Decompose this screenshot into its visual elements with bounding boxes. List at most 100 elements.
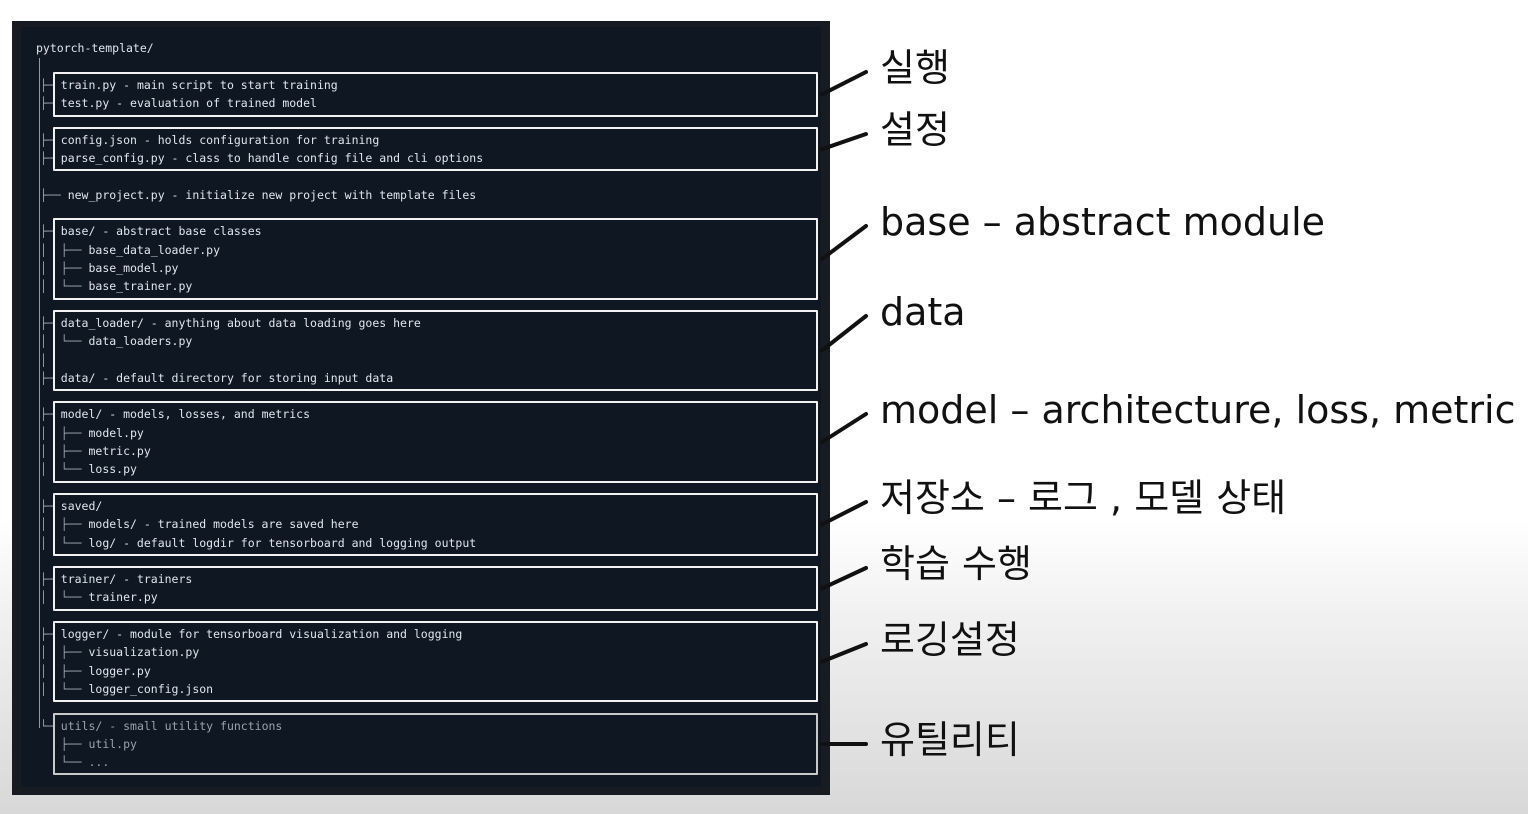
tree-line: ├── util.py [40, 737, 137, 751]
tree-line: ├─ saved/ [40, 499, 102, 513]
tree-branch-glyph: │ ├── [40, 517, 89, 532]
group-box [53, 309, 818, 392]
tree-trunk-line [39, 58, 40, 728]
tree-line: │ ├── logger.py [40, 664, 151, 678]
tree-line: │ ├── model.py [40, 426, 144, 440]
tree-line-text: utils/ - small utility functions [60, 718, 283, 733]
annotation-label: 저장소 – 로그 , 모델 상태 [880, 476, 1287, 520]
tree-branch-glyph: │ └── [40, 334, 89, 349]
tree-line-text: base_trainer.py [88, 279, 193, 294]
tree-line-text: loss.py [88, 462, 137, 477]
tree-line: │ ├── metric.py [40, 444, 151, 458]
tree-line-text: model.py [88, 425, 144, 440]
tree-line: ├─ logger/ - module for tensorboard visu… [40, 627, 462, 641]
annotation-label: 유틸리티 [880, 718, 1020, 762]
tree-branch-glyph: ├─ [40, 132, 61, 147]
tree-line: │ ├── visualization.py [40, 645, 199, 659]
tree-line: └─ utils/ - small utility functions [40, 719, 282, 733]
group-box [53, 126, 818, 172]
tree-branch-glyph: ├── [40, 736, 89, 751]
tree-line: ├─ base/ - abstract base classes [40, 224, 262, 238]
tree-branch-glyph: ├─ [40, 151, 61, 166]
tree-branch-glyph: │ └── [40, 462, 89, 477]
tree-branch-glyph: │ ├── [40, 444, 89, 458]
tree-branch-glyph: ├─ [40, 224, 61, 239]
annotation-label: model – architecture, loss, metric [880, 388, 1516, 432]
tree-branch-glyph: │ ├── [40, 425, 89, 440]
tree-line-text: visualization.py [88, 645, 200, 660]
group-box [53, 218, 818, 300]
tree-branch-glyph: │ [40, 352, 47, 367]
tree-line: │ [40, 353, 47, 367]
tree-line-text: data_loaders.py [88, 334, 193, 349]
tree-branch-glyph: ├─ [40, 572, 61, 587]
group-box [53, 72, 818, 117]
group-box [53, 712, 818, 776]
annotation-label: 학습 수행 [880, 542, 1032, 586]
tree-line: │ ├── base_data_loader.py [40, 243, 220, 257]
tree-line-text: logger_config.json [88, 681, 214, 696]
tree-branch-glyph: │ └── [40, 681, 89, 696]
tree-branch-glyph: ├─ [40, 627, 61, 641]
tree-line: ├─ model/ - models, losses, and metrics [40, 407, 310, 421]
tree-line: ├─ config.json - holds configuration for… [40, 133, 379, 147]
tree-line-text: ... [88, 755, 110, 770]
tree-line-text: data_loader/ - anything about data loadi… [60, 315, 421, 330]
group-box [53, 566, 818, 611]
tree-line: ├─ parse_config.py - class to handle con… [40, 151, 483, 165]
annotation-label: base – abstract module [880, 200, 1326, 244]
tree-branch-glyph: └── [40, 755, 89, 770]
tree-line: ├─ trainer/ - trainers [40, 572, 192, 586]
tree-line: │ └── base_trainer.py [40, 279, 192, 293]
tree-line-text: trainer.py [88, 590, 158, 605]
tree-root: pytorch-template/ [36, 41, 154, 55]
tree-branch-glyph: ├─ [40, 78, 61, 92]
tree-line: └── ... [40, 755, 109, 769]
tree-branch-glyph: ├─ [40, 96, 61, 111]
group-box [53, 401, 818, 483]
tree-line-text: trainer/ - trainers [60, 572, 193, 587]
tree-branch-glyph: ├─ [40, 315, 61, 330]
tree-branch-glyph: │ └── [40, 279, 89, 294]
tree-branch-glyph: ├─ [40, 370, 61, 385]
tree-line: │ └── loss.py [40, 462, 137, 476]
terminal-content [21, 27, 821, 787]
tree-line-text: data/ - default directory for storing in… [60, 370, 394, 385]
group-box [53, 621, 818, 703]
tree-line-text: model/ - models, losses, and metrics [60, 407, 311, 422]
tree-line: │ └── data_loaders.py [40, 334, 192, 348]
tree-line-text: train.py - main script to start training [60, 78, 338, 92]
tree-line-text: metric.py [88, 444, 151, 458]
tree-line: │ └── log/ - default logdir for tensorbo… [40, 536, 476, 550]
tree-line: ├─ train.py - main script to start train… [40, 78, 338, 92]
tree-branch-glyph: ├─ [40, 407, 61, 422]
tree-line: │ └── logger_config.json [40, 682, 213, 696]
tree-line: │ ├── base_model.py [40, 261, 178, 275]
tree-line: ├─ test.py - evaluation of trained model [40, 96, 317, 110]
tree-line: ├─ data/ - default directory for storing… [40, 371, 393, 385]
tree-line: ├─ data_loader/ - anything about data lo… [40, 316, 421, 330]
tree-branch-glyph: │ ├── [40, 645, 89, 660]
tree-line-text: new_project.py - initialize new project … [67, 187, 477, 202]
tree-line-text: base_model.py [88, 261, 179, 275]
tree-line-text: util.py [88, 736, 137, 751]
tree-line-text: models/ - trained models are saved here [88, 517, 359, 532]
tree-line-text: config.json - holds configuration for tr… [60, 132, 380, 147]
tree-branch-glyph: └─ [40, 718, 61, 733]
tree-line-text: logger/ - module for tensorboard visuali… [60, 627, 463, 641]
terminal-window [12, 21, 830, 795]
tree-branch-glyph: ├─ [40, 498, 61, 513]
tree-branch-glyph: │ ├── [40, 261, 89, 275]
tree-line: │ └── trainer.py [40, 590, 158, 604]
annotation-label: 로깅설정 [880, 618, 1020, 662]
tree-line-text: base/ - abstract base classes [60, 224, 262, 239]
annotation-label: 실행 [880, 46, 950, 90]
tree-line: ├── new_project.py - initialize new proj… [40, 188, 476, 202]
tree-branch-glyph: │ ├── [40, 242, 89, 257]
tree-branch-glyph: │ └── [40, 535, 89, 550]
tree-line-text: test.py - evaluation of trained model [60, 96, 317, 111]
tree-branch-glyph: │ └── [40, 590, 89, 605]
tree-line: │ ├── models/ - trained models are saved… [40, 517, 359, 531]
tree-line-text: parse_config.py - class to handle config… [60, 151, 484, 166]
tree-line-text: base_data_loader.py [88, 242, 221, 257]
